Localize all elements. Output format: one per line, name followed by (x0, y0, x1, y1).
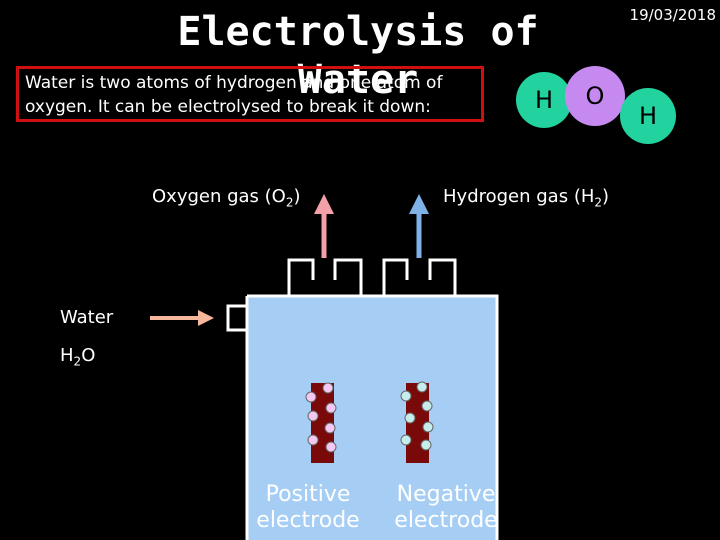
positive-electrode-line-2: electrode (256, 508, 360, 533)
oxygen-bubble (324, 422, 336, 434)
oxygen-gas-close: ) (293, 186, 301, 207)
oxygen-bubble (325, 402, 337, 414)
hydrogen-bubble (420, 439, 432, 451)
positive-electrode-line-1: Positive (265, 482, 351, 507)
page-title: Electrolysis of Water (177, 9, 539, 103)
oxygen-gas-label: Oxygen gas (O2) (152, 186, 301, 210)
formula-o: O (81, 345, 96, 366)
negative-electrode-line-1: Negative (396, 482, 496, 507)
hydrogen-bubble (421, 400, 433, 412)
inlet-pipe (226, 304, 247, 332)
hydrogen-bubble (404, 412, 416, 424)
hydrogen-gas-label: Hydrogen gas (H2) (443, 186, 609, 210)
formula-h: H (60, 345, 74, 366)
oxygen-bubble (307, 410, 319, 422)
oxygen-atom: O (565, 66, 625, 126)
hydrogen-atom-right: H (620, 88, 676, 144)
oxygen-atom-label: O (585, 82, 605, 110)
hydrogen-gas-subscript: 2 (594, 195, 603, 210)
hydrogen-atom-left: H (516, 72, 572, 128)
hydrogen-bubble (400, 390, 412, 402)
intro-text-box: Water is two atoms of hydrogen and one a… (16, 66, 484, 122)
formula-subscript: 2 (73, 354, 82, 369)
negative-electrode-label: Negative electrode (381, 482, 511, 534)
positive-electrode-label: Positive electrode (243, 482, 373, 534)
slide-date: 19/03/2018 (629, 6, 716, 24)
oxygen-bubble (325, 441, 337, 453)
hydrogen-funnel (382, 258, 457, 296)
hydrogen-bubble (422, 421, 434, 433)
hydrogen-bubble (400, 434, 412, 446)
oxygen-gas-text: Oxygen gas (O (152, 186, 286, 207)
hydrogen-atom-left-label: H (534, 86, 554, 114)
intro-line-2: oxygen. It can be electrolysed to break … (25, 97, 431, 117)
oxygen-funnel (287, 258, 363, 296)
intro-line-1: Water is two atoms of hydrogen and one a… (25, 73, 443, 93)
water-label: Water (60, 307, 114, 328)
water-formula: H2O (60, 345, 95, 369)
hydrogen-gas-close: ) (602, 186, 610, 207)
negative-electrode-line-2: electrode (394, 508, 498, 533)
oxygen-gas-subscript: 2 (285, 195, 294, 210)
oxygen-bubble (307, 434, 319, 446)
oxygen-bubbles (305, 382, 337, 453)
hydrogen-bubbles (400, 381, 434, 451)
oxygen-bubble (305, 391, 317, 403)
hydrogen-atom-right-label: H (638, 102, 658, 130)
hydrogen-gas-text: Hydrogen gas (H (443, 186, 595, 207)
water-fill (247, 296, 497, 540)
container-outline (245, 294, 499, 540)
hydrogen-bubble (416, 381, 428, 393)
oxygen-bubble (322, 382, 334, 394)
